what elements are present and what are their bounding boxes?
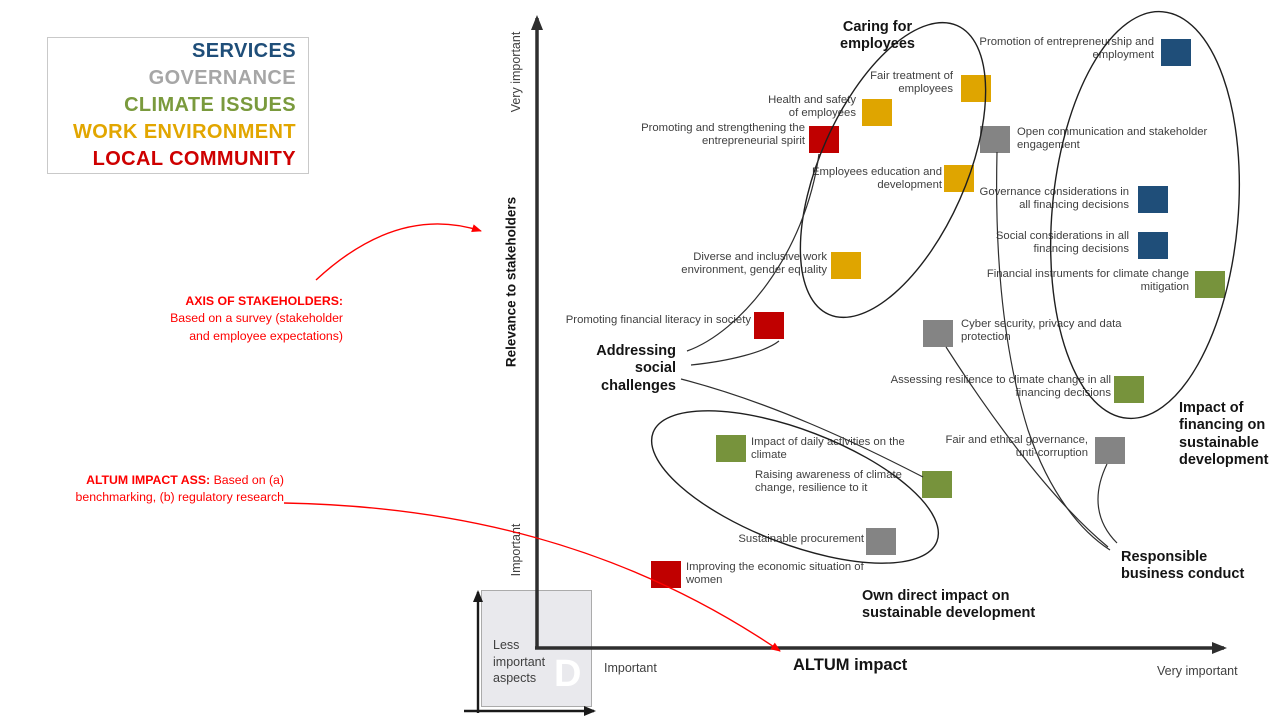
point-label-fair-treatment-of-employees: Fair treatment of employees: [870, 70, 953, 96]
point-label-governance-considerations-in-all-financing: Governance considerations in all financi…: [979, 186, 1129, 212]
leader-addressing-to-financial-literacy: [690, 340, 780, 366]
stakeholders-axis-annotation: AXIS OF STAKEHOLDERS: Based on a survey …: [150, 293, 343, 345]
point-label-financial-instruments-for-climate-change-m: Financial instruments for climate change…: [986, 268, 1189, 294]
point-promotion-of-entrepreneurship-and-employme: [1161, 39, 1191, 66]
impact-of-financing-ellipse: [1049, 10, 1241, 420]
point-label-promoting-financial-literacy-in-society: Promoting financial literacy in society: [565, 314, 751, 326]
point-open-communication-and-stakeholder-engagem: [980, 126, 1010, 153]
group-label-addressing: Addressing social challenges: [596, 343, 676, 394]
y-axis-top-tick-label: Very important: [509, 31, 523, 113]
legend-item-local-community: LOCAL COMMUNITY: [92, 148, 296, 170]
point-promoting-financial-literacy-in-society: [754, 312, 784, 339]
point-financial-instruments-for-climate-change-m: [1195, 271, 1225, 298]
point-label-raising-awareness-of-climate-change-resili: Raising awareness of climate change, res…: [755, 469, 902, 495]
legend-item-climate-issues: CLIMATE ISSUES: [124, 94, 296, 116]
point-label-diverse-and-inclusive-work-environment-gen: Diverse and inclusive work environment, …: [681, 251, 827, 277]
legend-item-services: SERVICES: [192, 40, 296, 62]
point-label-assessing-resilience-to-climate-change-in-: Assessing resilience to climate change i…: [890, 374, 1111, 400]
point-label-sustainable-procurement: Sustainable procurement: [738, 533, 864, 545]
legend-item-governance: GOVERNANCE: [148, 67, 296, 89]
point-label-promoting-and-strengthening-the-entreprene: Promoting and strengthening the entrepre…: [641, 122, 805, 148]
point-governance-considerations-in-all-financing: [1138, 186, 1168, 213]
point-label-employees-education-and-development: Employees education and development: [811, 166, 942, 192]
stakeholders-annotation-heading: AXIS OF STAKEHOLDERS:: [185, 294, 343, 308]
point-label-cyber-security-privacy-and-data-protection: Cyber security, privacy and data protect…: [961, 318, 1122, 344]
point-label-fair-and-ethical-governance-unti-corruptio: Fair and ethical governance, unti-corrup…: [945, 434, 1088, 460]
altum-impact-annotation-body: Based on (a) benchmarking, (b) regulator…: [75, 473, 284, 505]
point-fair-and-ethical-governance-unti-corruptio: [1095, 437, 1125, 464]
point-label-promotion-of-entrepreneurship-and-employme: Promotion of entrepreneurship and employ…: [979, 36, 1154, 62]
x-axis-title: ALTUM impact: [793, 656, 908, 674]
legend-item-work-environment: WORK ENVIRONMENT: [72, 121, 296, 143]
altum-impact-annotation-heading: ALTUM IMPACT ASS:: [86, 473, 211, 487]
stakeholders-annotation-body: Based on a survey (stakeholder and emplo…: [170, 311, 343, 343]
stakeholders-annotation-arrow: [315, 223, 482, 281]
point-health-and-safety-of-employees: [862, 99, 892, 126]
point-improving-the-economic-situation-of-women: [651, 561, 681, 588]
category-legend: SERVICES GOVERNANCE CLIMATE ISSUES WORK ENV…: [47, 37, 309, 174]
point-label-health-and-safety-of-employees: Health and safety of employees: [768, 94, 856, 120]
point-employees-education-and-development: [944, 165, 974, 192]
point-sustainable-procurement: [866, 528, 896, 555]
point-label-impact-of-daily-activities-on-the-climate: Impact of daily activities on the climat…: [751, 436, 905, 462]
y-axis-title: Relevance to stakeholders: [503, 196, 519, 368]
group-label-responsible: Responsible business conduct: [1121, 549, 1245, 583]
point-cyber-security-privacy-and-data-protection: [923, 320, 953, 347]
less-important-box: Less important aspects D: [481, 590, 592, 707]
y-axis-bottom-tick-label: Important: [509, 523, 523, 577]
point-assessing-resilience-to-climate-change-in-: [1114, 376, 1144, 403]
x-axis-left-tick-label: Important: [604, 661, 657, 675]
corner-letter-d: D: [554, 653, 582, 695]
point-diverse-and-inclusive-work-environment-gen: [831, 252, 861, 279]
group-label-own-direct: Own direct impact on sustainable develop…: [862, 588, 1036, 622]
point-fair-treatment-of-employees: [961, 75, 991, 102]
group-label-impact-financing: Impact of financing on sustainable devel…: [1179, 400, 1269, 469]
x-axis-right-tick-label: Very important: [1157, 664, 1238, 678]
point-social-considerations-in-all-financing-dec: [1138, 232, 1168, 259]
altum-impact-annotation: ALTUM IMPACT ASS: Based on (a) benchmark…: [72, 472, 284, 507]
leader-fair-ethical-to-responsible: [1097, 463, 1118, 544]
less-important-label: Less important aspects: [493, 638, 546, 685]
point-label-social-considerations-in-all-financing-dec: Social considerations in all financing d…: [995, 230, 1129, 256]
point-promoting-and-strengthening-the-entreprene: [809, 126, 839, 153]
point-label-improving-the-economic-situation-of-women: Improving the economic situation of wome…: [686, 561, 864, 587]
point-impact-of-daily-activities-on-the-climate: [716, 435, 746, 462]
group-label-caring: Caring for employees: [840, 19, 915, 53]
point-label-open-communication-and-stakeholder-engagem: Open communication and stakeholder engag…: [1017, 126, 1208, 152]
